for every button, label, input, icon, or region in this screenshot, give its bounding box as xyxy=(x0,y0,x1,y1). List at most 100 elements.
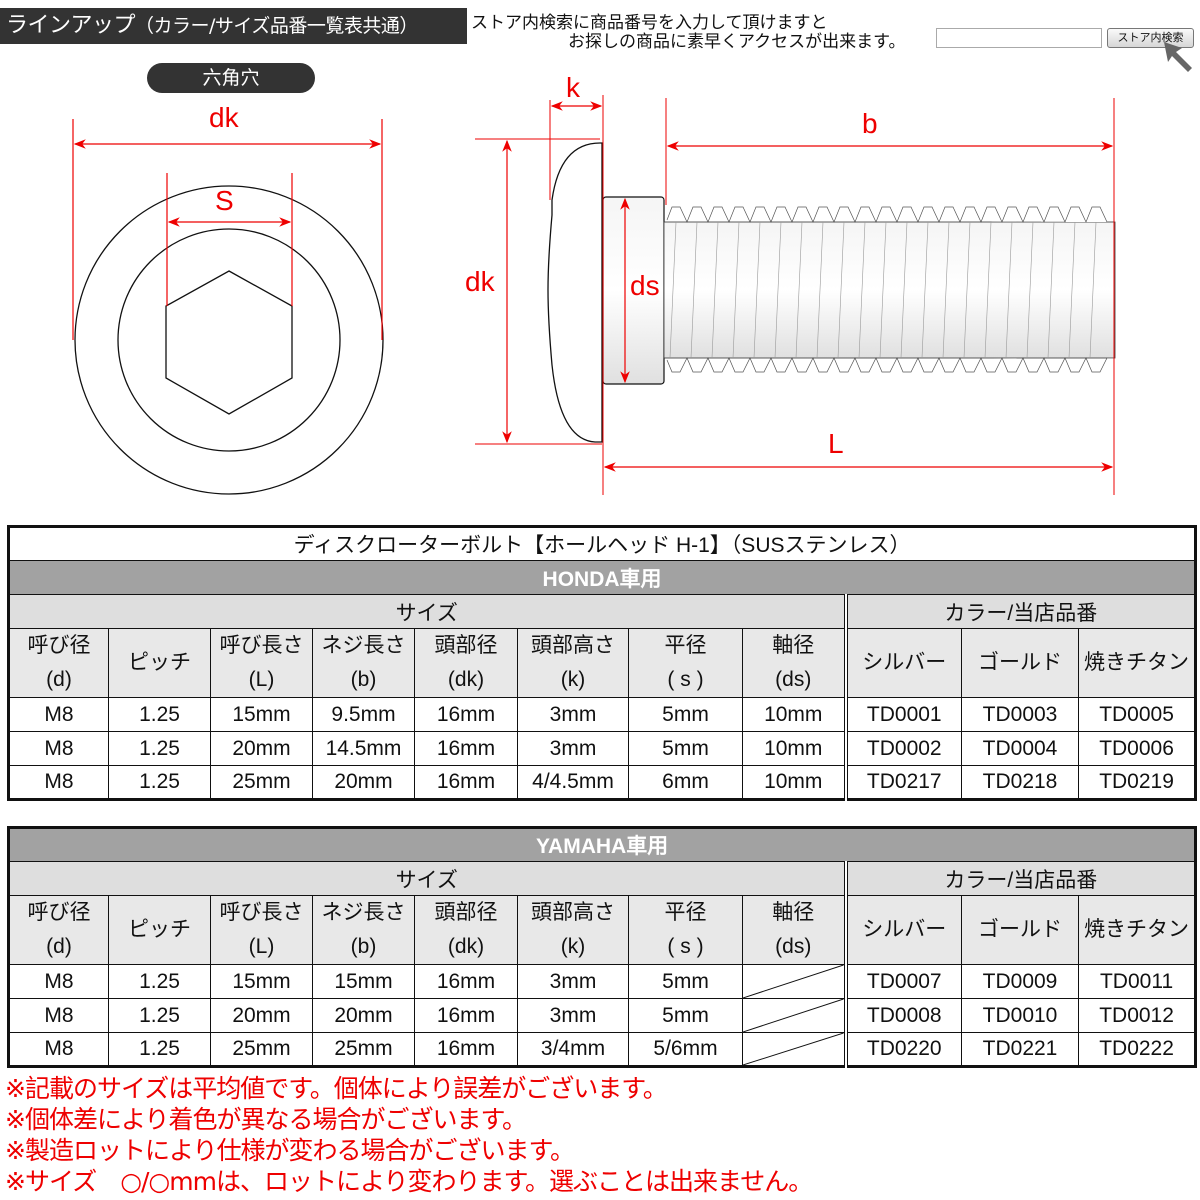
product-code: TD0002 xyxy=(843,731,962,766)
product-code: TD0222 xyxy=(1077,1032,1197,1067)
product-code: TD0221 xyxy=(961,1032,1079,1067)
product-code: TD0006 xyxy=(1077,731,1197,766)
cell: M8 xyxy=(8,1032,109,1067)
note: ※サイズ ○/○mmは、ロットにより変わります。選ぶことは出来ません。 xyxy=(5,1167,813,1196)
cell: 16mm xyxy=(414,998,518,1033)
cell: M8 xyxy=(8,697,109,732)
cell: 20mm xyxy=(210,731,313,766)
col-header-d: 呼び径(d) xyxy=(8,628,109,698)
col-header-pitch: ピッチ xyxy=(108,895,211,965)
cell: 20mm xyxy=(312,998,415,1033)
L-label: L xyxy=(828,428,844,459)
product-code: TD0008 xyxy=(843,998,962,1033)
cell: 5mm xyxy=(628,697,743,732)
side-view xyxy=(475,95,1116,495)
cell: 3mm xyxy=(517,964,629,999)
cell: 20mm xyxy=(210,998,313,1033)
cell: 15mm xyxy=(210,697,313,732)
cell: 1.25 xyxy=(108,765,211,800)
col-header-L: 呼び長さ(L) xyxy=(210,628,313,698)
cell: 16mm xyxy=(414,697,518,732)
col-header-burnt-titanium: 焼きチタン xyxy=(1077,628,1197,698)
color-group-header: カラー/当店品番 xyxy=(843,861,1197,896)
honda-spec-table: ディスクローターボルト【ホールヘッド H-1】（SUSステンレス） HONDA車… xyxy=(7,525,1198,801)
honda-brand-header: HONDA車用 xyxy=(7,560,1197,595)
dk-top-label: dk xyxy=(209,102,239,133)
cell: 3mm xyxy=(517,697,629,732)
product-code: TD0009 xyxy=(961,964,1079,999)
product-code: TD0001 xyxy=(843,697,962,732)
store-search-input[interactable] xyxy=(936,28,1102,48)
cell: 16mm xyxy=(414,765,518,800)
store-search-button[interactable]: ストア内検索 xyxy=(1107,28,1194,48)
product-code: TD0010 xyxy=(961,998,1079,1033)
cell: 10mm xyxy=(742,765,846,800)
col-header-b: ネジ長さ(b) xyxy=(312,895,415,965)
col-header-silver: シルバー xyxy=(843,895,962,965)
col-header-L: 呼び長さ(L) xyxy=(210,895,313,965)
cell: 14.5mm xyxy=(312,731,415,766)
top-view xyxy=(72,119,384,495)
col-header-burnt-titanium: 焼きチタン xyxy=(1077,895,1197,965)
col-header-silver: シルバー xyxy=(843,628,962,698)
cell: M8 xyxy=(8,964,109,999)
cell: 10mm xyxy=(742,731,846,766)
disclaimer-notes: ※記載のサイズは平均値です。個体により誤差がございます。 ※個体差により着色が異… xyxy=(5,1073,813,1197)
b-label: b xyxy=(862,108,878,139)
col-header-b: ネジ長さ(b) xyxy=(312,628,415,698)
cell: 1.25 xyxy=(108,1032,211,1067)
cell: 4/4.5mm xyxy=(517,765,629,800)
cell: 6mm xyxy=(628,765,743,800)
not-applicable-cell xyxy=(742,998,846,1033)
cell: 15mm xyxy=(210,964,313,999)
col-header-dk: 頭部径(dk) xyxy=(414,895,518,965)
cell: 5mm xyxy=(628,998,743,1033)
not-applicable-cell xyxy=(742,1032,846,1067)
cell: 1.25 xyxy=(108,731,211,766)
dk-side-label: dk xyxy=(465,266,495,297)
cell: 1.25 xyxy=(108,964,211,999)
hex-socket-label: 六角穴 xyxy=(147,63,315,93)
pointer-arrow-icon xyxy=(1164,42,1192,72)
product-code: TD0219 xyxy=(1077,765,1197,800)
cell: 25mm xyxy=(312,1032,415,1067)
search-note: ストア内検索に商品番号を入力して頂けますと お探しの商品に素早くアクセスが出来ま… xyxy=(471,14,905,52)
cell: 16mm xyxy=(414,731,518,766)
note: ※記載のサイズは平均値です。個体により誤差がございます。 xyxy=(5,1074,668,1103)
col-header-s: 平径( s ) xyxy=(628,628,743,698)
product-code: TD0005 xyxy=(1077,697,1197,732)
col-header-s: 平径( s ) xyxy=(628,895,743,965)
cell: 5mm xyxy=(628,731,743,766)
product-code: TD0218 xyxy=(961,765,1079,800)
yamaha-brand-header: YAMAHA車用 xyxy=(7,827,1197,862)
color-group-header: カラー/当店品番 xyxy=(843,594,1197,629)
search-note-line2: お探しの商品に素早くアクセスが出来ます。 xyxy=(568,32,906,52)
col-header-gold: ゴールド xyxy=(961,628,1079,698)
size-group-header: サイズ xyxy=(8,594,846,629)
cell: 3mm xyxy=(517,731,629,766)
cell: M8 xyxy=(8,998,109,1033)
col-header-pitch: ピッチ xyxy=(108,628,211,698)
note: ※製造ロットにより仕様が変わる場合がございます。 xyxy=(5,1136,575,1165)
cell: 9.5mm xyxy=(312,697,415,732)
cell: M8 xyxy=(8,765,109,800)
cell: 16mm xyxy=(414,964,518,999)
size-group-header: サイズ xyxy=(8,861,846,896)
col-header-k: 頭部高さ(k) xyxy=(517,628,629,698)
cell: 1.25 xyxy=(108,998,211,1033)
lineup-header: ラインアップ（カラー/サイズ品番一覧表共通） xyxy=(0,8,467,44)
search-note-line1: ストア内検索に商品番号を入力して頂けますと xyxy=(471,13,828,33)
cell: 3/4mm xyxy=(517,1032,629,1067)
cell: 25mm xyxy=(210,1032,313,1067)
product-code: TD0220 xyxy=(843,1032,962,1067)
col-header-ds: 軸径(ds) xyxy=(742,895,846,965)
lineup-subtitle: （カラー/サイズ品番一覧表共通） xyxy=(135,15,418,37)
cell: 20mm xyxy=(312,765,415,800)
cell: 1.25 xyxy=(108,697,211,732)
cell: M8 xyxy=(8,731,109,766)
product-code: TD0007 xyxy=(843,964,962,999)
